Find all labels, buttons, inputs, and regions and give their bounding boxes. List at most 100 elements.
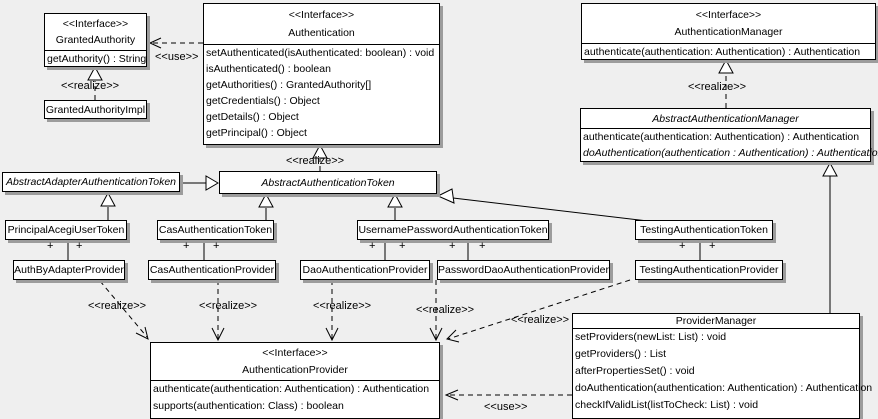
method: setAuthenticated(isAuthenticated: boolea…	[206, 47, 435, 59]
realize-stereotype-label: <<realize>>	[688, 81, 747, 93]
edge-realize-abstractauthenticationtoken	[312, 143, 328, 171]
class-name: DaoAuthenticationProvider	[302, 264, 428, 276]
method: doAuthentication(authentication: Authent…	[575, 382, 873, 394]
class-abstract-authentication-token[interactable]: AbstractAuthenticationToken	[219, 171, 437, 194]
method: isAuthenticated() : boolean	[206, 63, 331, 75]
class-principal-acegi-user-token[interactable]: PrincipalAcegiUserToken	[5, 220, 127, 240]
association-end-plus: +	[479, 240, 486, 252]
edge-generalization-providermanager	[822, 161, 838, 313]
association-end-plus: +	[369, 240, 376, 252]
class-abstract-authentication-manager[interactable]: AbstractAuthenticationManager authentica…	[580, 108, 878, 162]
class-name: AuthenticationManager	[674, 26, 783, 38]
method: getCredentials() : Object	[206, 95, 320, 107]
association-end-plus: +	[679, 240, 686, 252]
realize-stereotype-label: <<realize>>	[61, 80, 120, 92]
class-cas-authentication-token[interactable]: CasAuthenticationToken	[157, 220, 274, 240]
realize-stereotype-label: <<realize>>	[286, 155, 345, 167]
edge-realize-casauthenticationprovider	[211, 280, 225, 342]
method: getPrincipal() : Object	[206, 127, 307, 139]
class-title: ProviderManager	[573, 314, 859, 329]
stereotype-label: <<Interface>>	[62, 18, 129, 30]
class-name: AuthByAdapterProvider	[14, 264, 124, 276]
realize-stereotype-label: <<realize>>	[511, 314, 570, 326]
method: getDetails() : Object	[206, 111, 299, 123]
class-name: UsernamePasswordAuthenticationToken	[358, 224, 548, 236]
method: authenticate(authentication: Authenticat…	[583, 131, 860, 143]
class-name: CasAuthenticationToken	[158, 224, 273, 236]
class-name: AuthenticationProvider	[242, 363, 348, 376]
class-name: PasswordDaoAuthenticationProvider	[438, 264, 610, 276]
edge-realize-grantedauthorityimpl	[87, 65, 103, 100]
method: supports(authentication: Class) : boolea…	[153, 400, 344, 412]
edge-realize-daoauthenticationprovider	[325, 280, 339, 342]
method: authenticate(authentication: Authenticat…	[153, 383, 430, 395]
class-title: <<Interface>> GrantedAuthority	[45, 14, 146, 51]
use-stereotype-label: <<use>>	[484, 401, 528, 413]
class-username-password-authentication-token[interactable]: UsernamePasswordAuthenticationToken	[357, 220, 549, 240]
association-end-plus: +	[76, 240, 83, 252]
method: checkIfValidList(listToCheck: List) : vo…	[575, 399, 759, 411]
class-granted-authority[interactable]: <<Interface>> GrantedAuthority getAuthor…	[44, 13, 147, 67]
class-testing-authentication-token[interactable]: TestingAuthenticationToken	[635, 220, 773, 240]
method: getAuthority() : String	[47, 53, 147, 65]
edge-realize-testingauthenticationprovider	[446, 279, 631, 343]
edge-use-providermanager-authenticationprovider	[444, 389, 572, 401]
class-cas-authentication-provider[interactable]: CasAuthenticationProvider	[148, 260, 276, 280]
class-name: AbstractAuthenticationToken	[261, 176, 395, 189]
edge-generalization-principalacegiusertoken	[100, 191, 116, 220]
class-provider-manager[interactable]: ProviderManager setProviders(newList: Li…	[572, 313, 873, 419]
class-dao-authentication-provider[interactable]: DaoAuthenticationProvider	[300, 260, 430, 280]
edge-use-authentication-grantedauthority	[148, 37, 203, 49]
association-end-plus: +	[183, 240, 190, 252]
class-name: GrantedAuthorityImpl	[45, 103, 146, 116]
class-title: <<Interface>> AuthenticationManager	[582, 4, 875, 44]
stereotype-label: <<Interface>>	[288, 9, 355, 22]
class-authentication[interactable]: <<Interface>> Authentication setAuthenti…	[203, 3, 440, 145]
class-authentication-manager[interactable]: <<Interface>> AuthenticationManager auth…	[581, 3, 876, 60]
association-end-plus: +	[213, 240, 220, 252]
method: afterPropertiesSet() : void	[575, 365, 695, 377]
class-name: TestingAuthenticationProvider	[639, 264, 779, 276]
class-title: AbstractAuthenticationManager	[581, 109, 870, 129]
method: authenticate(authentication: Authenticat…	[584, 46, 861, 58]
association-token-provider-lines	[67, 240, 701, 260]
class-name: CasAuthenticationProvider	[149, 264, 275, 276]
class-testing-authentication-provider[interactable]: TestingAuthenticationProvider	[635, 260, 783, 280]
class-authentication-provider[interactable]: <<Interface>> AuthenticationProvider aut…	[150, 342, 440, 419]
class-title: <<Interface>> AuthenticationProvider	[151, 343, 439, 381]
edge-generalization-testingauthenticationtoken	[436, 188, 649, 222]
class-name: Authentication	[288, 26, 355, 39]
class-name: AbstractAdapterAuthenticationToken	[5, 176, 177, 188]
realize-stereotype-label: <<realize>>	[88, 300, 147, 312]
class-abstract-adapter-authentication-token[interactable]: AbstractAdapterAuthenticationToken	[2, 172, 180, 192]
class-name: TestingAuthenticationToken	[640, 224, 768, 236]
edge-realize-abstractauthenticationmanager	[718, 58, 734, 108]
association-end-plus: +	[449, 240, 456, 252]
edge-realize-passworddaoprovider	[429, 280, 443, 342]
method: doAuthentication(authentication : Authen…	[583, 147, 878, 159]
edge-generalization-abstractadaptertoken	[180, 175, 219, 191]
method: getProviders() : List	[575, 348, 667, 360]
association-end-plus: +	[399, 240, 406, 252]
class-auth-by-adapter-provider[interactable]: AuthByAdapterProvider	[13, 260, 125, 280]
realize-stereotype-label: <<realize>>	[313, 300, 372, 312]
class-granted-authority-impl[interactable]: GrantedAuthorityImpl	[44, 100, 147, 119]
realize-stereotype-label: <<realize>>	[416, 304, 475, 316]
class-name: GrantedAuthority	[55, 34, 136, 46]
method: setProviders(newList: List) : void	[575, 331, 727, 343]
edge-generalization-usernamepasswordtoken	[387, 192, 403, 220]
use-stereotype-label: <<use>>	[155, 51, 199, 63]
association-end-plus: +	[709, 240, 716, 252]
class-name: AbstractAuthenticationManager	[652, 112, 799, 125]
stereotype-label: <<Interface>>	[262, 347, 328, 360]
edge-generalization-casauthenticationtoken	[258, 192, 274, 220]
stereotype-label: <<Interface>>	[695, 9, 762, 21]
class-title: <<Interface>> Authentication	[204, 4, 439, 45]
method: getAuthorities() : GrantedAuthority[]	[206, 79, 372, 91]
association-end-plus: +	[47, 240, 54, 252]
class-password-dao-authentication-provider[interactable]: PasswordDaoAuthenticationProvider	[437, 260, 610, 280]
class-name: ProviderManager	[675, 315, 757, 327]
class-name: PrincipalAcegiUserToken	[7, 224, 125, 236]
